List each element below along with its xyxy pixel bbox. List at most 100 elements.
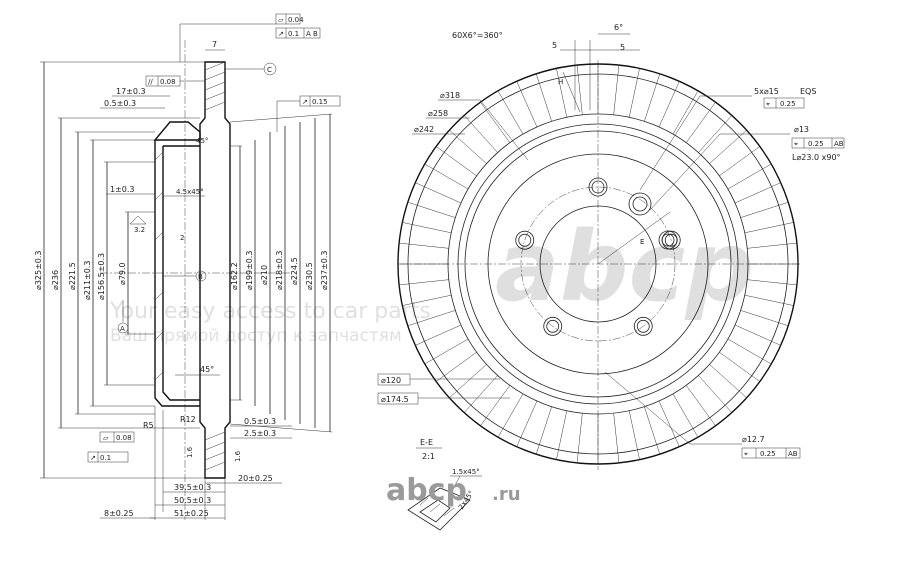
- vent-rib: [415, 182, 462, 204]
- dim-h: H: [558, 78, 563, 86]
- bolt-hole: [633, 316, 653, 336]
- locating-hole: [658, 230, 678, 250]
- dim-242: ⌀242: [414, 125, 434, 134]
- vent-rib: [463, 375, 498, 413]
- vent-rib: [698, 115, 733, 153]
- label-holes: 5x⌀15: [754, 87, 779, 96]
- vent-rib: [685, 102, 716, 143]
- dia-211: ⌀211±0.3: [83, 260, 92, 300]
- svg-text:⌖: ⌖: [766, 100, 770, 108]
- svg-text:0.25: 0.25: [760, 450, 776, 458]
- vent-rib: [727, 338, 772, 365]
- vent-rib: [727, 163, 772, 190]
- dim-258: ⌀258: [428, 109, 448, 118]
- svg-text:⌖: ⌖: [744, 450, 748, 458]
- watermark-logo-big: abcp: [495, 211, 754, 323]
- vent-rib: [685, 385, 716, 426]
- svg-text:⏥: ⏥: [278, 16, 284, 24]
- dim-5a: 5: [552, 41, 557, 50]
- vent-rib: [516, 81, 538, 128]
- logo-text: abcp: [386, 473, 467, 508]
- label-l23: L⌀23.0 x90°: [792, 153, 841, 162]
- vent-rib: [644, 406, 661, 455]
- dim-chamfer: 4.5x45°: [176, 188, 204, 196]
- vent-rib: [747, 279, 797, 286]
- svg-text:A B: A B: [306, 30, 318, 38]
- vent-rib: [424, 338, 469, 365]
- locating-hole: [628, 192, 652, 216]
- dim-8: 8±0.25: [104, 509, 134, 518]
- label-eqs: EQS: [800, 87, 816, 96]
- vent-rib: [402, 294, 452, 306]
- tolerance-frame-parallelism-2: ⏥ 0.08: [99, 431, 135, 443]
- dia-210: ⌀210: [260, 265, 269, 285]
- bolt-hole: [546, 319, 560, 333]
- vent-rib: [480, 385, 511, 426]
- dim-51: 51±0.25: [174, 509, 209, 518]
- tolerance-frame-parallelism: // 0.08: [145, 75, 181, 87]
- dim-angle-45: 45°: [196, 137, 208, 145]
- dia-218: ⌀218±0.3: [275, 250, 284, 290]
- datum-c: C: [267, 66, 272, 74]
- vent-rib: [672, 393, 699, 438]
- bolt-hole: [518, 233, 532, 247]
- vent-rib: [644, 73, 661, 122]
- svg-text:0.25: 0.25: [808, 140, 824, 148]
- svg-text:AB: AB: [788, 450, 798, 458]
- locating-hole: [632, 196, 648, 212]
- dim-50-5: 50.5±0.3: [174, 496, 211, 505]
- vent-rib: [719, 351, 760, 382]
- svg-text:0.08: 0.08: [116, 434, 132, 442]
- vent-rib: [744, 222, 794, 234]
- vent-rib: [576, 413, 583, 463]
- vent-rib: [424, 163, 469, 190]
- dia-236: ⌀236: [51, 270, 60, 290]
- dia-224-5: ⌀224.5: [290, 257, 299, 285]
- vent-rib: [613, 413, 620, 463]
- dia-325: ⌀325±0.3: [34, 250, 43, 290]
- svg-text:0.25: 0.25: [780, 100, 796, 108]
- vent-rib: [672, 90, 699, 135]
- watermark-line-2: Ваш прямой доступ к запчастям: [110, 326, 402, 346]
- dia-79: ⌀79.0: [118, 262, 127, 285]
- svg-text:0.04: 0.04: [288, 16, 304, 24]
- vent-rib: [709, 129, 747, 164]
- dia-156-5: ⌀156.5±0.3: [97, 253, 106, 300]
- label-dia-12-7: ⌀12.7: [742, 435, 765, 444]
- bolt-hole: [543, 316, 563, 336]
- bolt-hole: [515, 230, 535, 250]
- svg-text://: //: [148, 78, 153, 86]
- dia-162-2: ⌀162.2: [230, 262, 239, 290]
- svg-text:⏥: ⏥: [103, 434, 109, 442]
- hatching: [154, 61, 226, 471]
- svg-text:AB: AB: [834, 140, 844, 148]
- vent-rib: [628, 410, 640, 460]
- svg-text:⌖: ⌖: [794, 140, 798, 148]
- label-dia-120: ⌀120: [377, 373, 411, 386]
- dim-2: 2: [180, 234, 184, 242]
- datum-b: B: [198, 273, 203, 281]
- tolerance-frame-flatness: ⏥ 0.04: [275, 13, 304, 25]
- dim-0-5b: 0.5±0.3: [244, 417, 276, 426]
- svg-text:0.1: 0.1: [288, 30, 299, 38]
- datum-a: A: [120, 325, 125, 333]
- dim-r12: R12: [180, 415, 196, 424]
- vent-rib: [407, 310, 456, 327]
- svg-text:⌀174.5: ⌀174.5: [381, 395, 409, 404]
- vent-rib: [658, 400, 680, 447]
- vent-rib: [734, 182, 781, 204]
- vent-rib: [407, 201, 456, 218]
- dim-6-deg: 6°: [614, 23, 623, 32]
- bolt-hole: [636, 319, 650, 333]
- tolerance-frame-runout: ↗ 0.1 A B: [275, 27, 321, 39]
- dim-1-6: 1.6: [186, 446, 194, 458]
- vent-rib: [740, 310, 789, 327]
- section-view: ⌀325±0.3 ⌀236 ⌀221.5 ⌀211±0.3 ⌀156.5±0.3…: [34, 13, 341, 520]
- vent-rib: [628, 68, 640, 118]
- dia-230-5: ⌀230.5: [305, 262, 314, 290]
- vent-rib: [535, 73, 552, 122]
- vent-rib: [747, 242, 797, 249]
- dim-318: ⌀318: [440, 91, 460, 100]
- vent-rib: [719, 146, 760, 177]
